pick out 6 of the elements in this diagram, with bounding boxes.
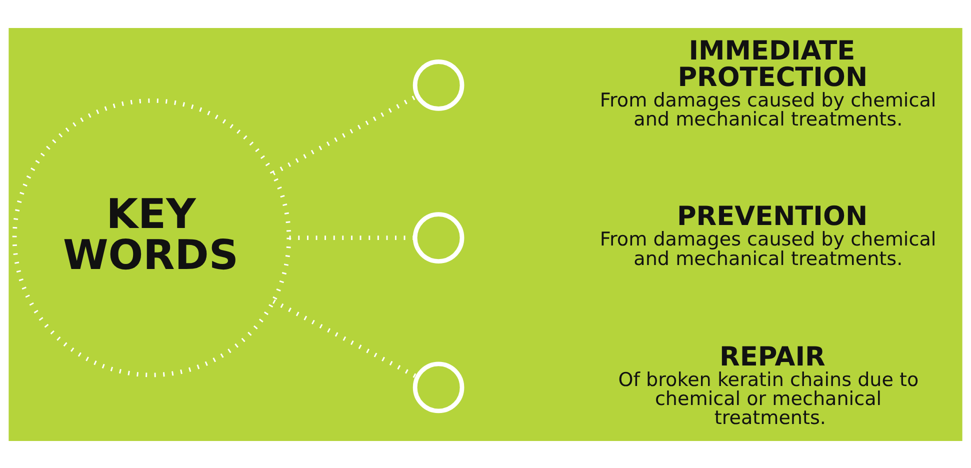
connector [272, 298, 418, 378]
node-circle [412, 361, 464, 413]
connector [289, 235, 415, 240]
node-circle [412, 212, 464, 263]
node-circle [412, 59, 464, 110]
node-circle: KEY WORDS [12, 98, 292, 377]
